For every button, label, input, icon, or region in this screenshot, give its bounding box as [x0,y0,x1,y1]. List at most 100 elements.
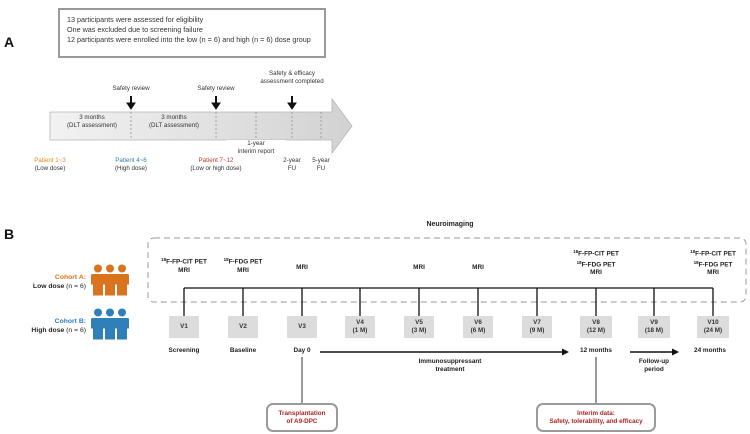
milestone-12-months: 12 months [580,347,612,354]
patient-2-label: Patient 4~6 (High dose) [101,157,161,172]
scan-v5-mri: MRI [413,264,425,271]
segment-2-label: 3 months (DLT assessment) [136,114,212,129]
segment-2-note: (DLT assessment) [149,121,199,129]
visit-v4-code: V4 [356,319,364,326]
interim-data-callout: Interim data: Safety, tolerability, and … [536,403,656,432]
safety-review-2-label: Safety review [197,85,235,92]
immunosuppressant-label: Immunosuppressant treatment [400,358,500,374]
cohort-a-dose: Low dose [32,283,65,290]
fu-5-year-line-1: 5-year [312,157,330,164]
visit-v5-time: (3 M) [411,327,427,334]
scan-v1-mri: MRI [178,266,190,274]
patient-3-dose: (Low or high dose) [190,164,242,172]
visit-v9-time: (18 M) [644,327,664,334]
panel-b-letter: B [4,226,15,242]
cohort-b-n: (n = 6) [66,327,86,334]
followup-arrow [630,348,679,356]
milestone-24-months: 24 months [694,347,726,354]
safety-review-1-label: Safety review [112,85,150,92]
visit-box-v6: V6 (6 M) [463,316,493,338]
visit-v2-code: V2 [239,323,247,330]
fu-2-year-line-2: FU [287,164,297,172]
interim-data-line-2: Safety, tolerability, and efficacy [549,418,643,425]
scan-v8-mri: MRI [590,269,602,276]
transplantation-line-1: Transplantation [278,410,326,417]
visit-v8-time: (12 M) [586,327,606,334]
segment-1-label: 3 months (DLT assessment) [55,114,129,129]
visit-v10-time: (24 M) [703,327,723,334]
cohort-b-dose-line: High dose (n = 6) [14,326,86,335]
cohort-a-people-icon [91,264,129,296]
scan-v3-mri: MRI [296,264,308,271]
scan-v10-mri: MRI [707,269,719,276]
interim-report-line-1: 1-year [247,140,265,147]
visit-v6-code: V6 [474,319,482,326]
panel-a-letter: A [4,34,15,50]
scan-v1: 18F-FP-CIT PET MRI [149,256,219,275]
scan-v1-fpcit: 18F-FP-CIT PET [161,257,207,266]
patient-2-name: Patient 4~6 [115,157,147,164]
visit-ticks [183,288,714,316]
interim-report-line-2: interim report [237,147,275,155]
visit-box-v3: V3 [287,316,317,338]
eligibility-line-1: 13 participants were assessed for eligib… [67,15,204,24]
immunosuppressant-line-1: Immunosuppressant [418,358,482,365]
visit-v5-code: V5 [415,319,423,326]
patient-1-dose: (Low dose) [34,164,66,172]
scan-v6-mri: MRI [472,264,484,271]
scan-v10-fpcit: 18F-FP-CIT PET [690,249,736,258]
followup-label: Follow-up period [626,358,682,374]
interim-data-line-1: Interim data: [577,410,615,417]
scan-v8: 18F-FP-CIT PET 18F-FDG PET MRI [556,248,636,277]
review-arrow-2 [211,96,221,110]
cohort-a-dose-line: Low dose (n = 6) [14,282,86,291]
cohort-b-name: Cohort B: [54,318,86,325]
scan-v8-fdg: 18F-FDG PET [576,259,616,269]
neuroimaging-box [147,237,747,303]
milestone-baseline: Baseline [229,347,257,354]
scan-v8-fpcit: 18F-FP-CIT PET [573,249,619,258]
visit-box-v4: V4 (1 M) [345,316,375,338]
eligibility-line-2: One was excluded due to screening failur… [67,25,203,34]
visit-v7-code: V7 [533,319,541,326]
cohort-a-label: Cohort A: Low dose (n = 6) [14,273,86,291]
safety-efficacy-line-2: assessment completed [260,77,324,85]
visit-v8-code: V8 [592,319,600,326]
patient-1-name: Patient 1~3 [34,157,66,164]
visit-box-v9: V9 (18 M) [638,316,670,338]
visit-v6-time: (6 M) [470,327,486,334]
patient-1-label: Patient 1~3 (Low dose) [20,157,80,172]
visit-v7-time: (9 M) [529,327,545,334]
fu-5-year-label: 5-year FU [306,157,336,172]
followup-line-1: Follow-up [638,358,670,365]
transplantation-line-2: of A9-DPC [286,418,318,425]
transplantation-callout: Transplantation of A9-DPC [266,403,338,432]
scan-v10-fdg: 18F-FDG PET [693,259,733,269]
visit-v1-code: V1 [180,323,188,330]
review-arrow-1 [126,96,136,110]
eligibility-line-3: 12 participants were enrolled into the l… [67,35,311,44]
segment-1-duration: 3 months [79,114,105,121]
safety-efficacy-label: Safety & efficacy assessment completed [252,70,332,85]
visit-box-v1: V1 [169,316,199,338]
patient-3-name: Patient 7~12 [198,157,234,164]
segment-1-note: (DLT assessment) [67,121,117,129]
segment-2-duration: 3 months [161,114,187,121]
cohort-a-name: Cohort A: [54,274,86,281]
fu-5-year-line-2: FU [316,164,326,172]
scan-v2-fdg: 18F-FDG PET [223,257,263,266]
milestone-day-0: Day 0 [293,347,311,354]
cohort-a-n: (n = 6) [66,283,86,290]
review-arrow-3 [287,96,297,110]
treatment-arrow [320,348,569,356]
safety-efficacy-line-1: Safety & efficacy [269,70,315,77]
visit-box-v5: V5 (3 M) [404,316,434,338]
visit-box-v10: V10 (24 M) [697,316,729,338]
cohort-b-label: Cohort B: High dose (n = 6) [14,317,86,335]
cohort-b-people-icon [91,308,129,340]
eligibility-box: 13 participants were assessed for eligib… [58,8,326,58]
patient-3-label: Patient 7~12 (Low or high dose) [176,157,256,172]
timeline-arrow [49,97,353,155]
scan-v2: 18F-FDG PET MRI [208,256,278,275]
immunosuppressant-line-2: treatment [435,366,465,373]
